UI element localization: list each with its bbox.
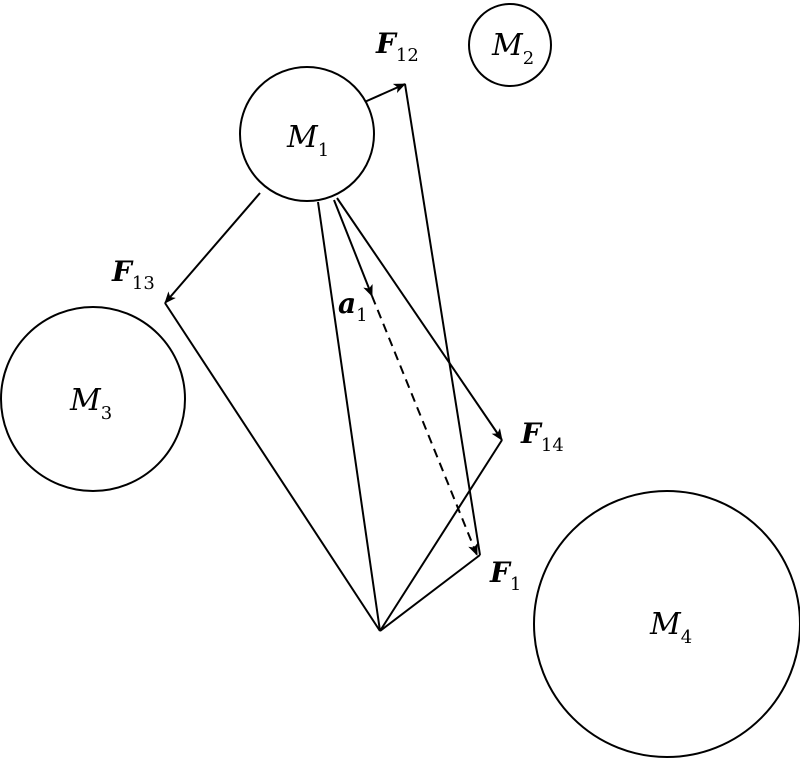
construction-line-f13 [164, 302, 381, 632]
mass-m2-circle [468, 3, 552, 87]
vector-f13 [164, 192, 261, 304]
mass-m4-label: M4 [649, 607, 692, 648]
mass-m3-circle [0, 306, 186, 492]
label-f13: F13 [111, 255, 155, 294]
construction-line-f1 [379, 554, 481, 632]
mass-m4-circle [533, 490, 800, 758]
construction-line-f12 [404, 83, 481, 556]
construction-line-resultant [317, 201, 381, 632]
mass-m3: M3 [0, 306, 186, 492]
mass-m1-label: M1 [286, 120, 329, 161]
mass-m1: M1 [239, 66, 375, 202]
label-a1: a1 [338, 287, 368, 326]
label-f12: F12 [375, 27, 419, 66]
label-f14: F14 [520, 417, 564, 456]
label-f1: F1 [489, 556, 521, 595]
mass-m1-circle [239, 66, 375, 202]
mass-m2-label: M2 [491, 28, 534, 69]
vector-f14 [336, 197, 503, 441]
mass-m3-label: M3 [69, 383, 112, 424]
vector-a1-extension [371, 295, 478, 556]
mass-m2: M2 [468, 3, 552, 87]
construction-line-f14 [379, 439, 503, 632]
mass-m4: M4 [533, 490, 800, 758]
vector-f12 [359, 83, 406, 105]
vector-a1 [333, 199, 373, 297]
